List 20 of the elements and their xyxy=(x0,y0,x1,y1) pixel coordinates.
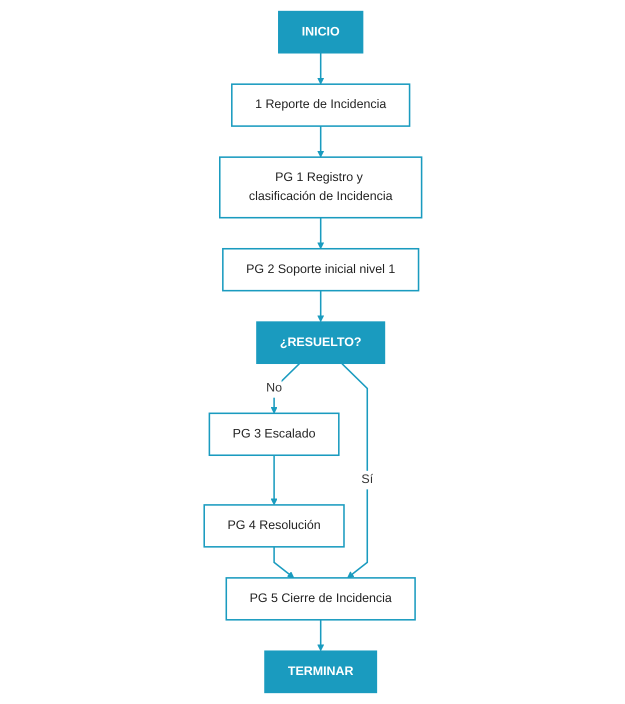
arrow xyxy=(270,455,278,506)
arrow xyxy=(316,126,324,158)
arrow xyxy=(341,363,368,578)
node-box: PG 5 Cierre de Incidencia xyxy=(225,577,416,621)
node-box: INICIO xyxy=(278,10,363,54)
node-box: PG 2 Soporte inicial nivel 1 xyxy=(222,248,419,292)
arrow xyxy=(272,546,294,578)
node-box: 1 Reporte de Incidencia xyxy=(230,83,410,127)
node-box: PG 1 Registro y clasificación de Incidencia xyxy=(218,156,422,218)
arrow xyxy=(316,218,324,250)
edge-label: Sí xyxy=(361,473,373,486)
node-box: PG 4 Resolución xyxy=(203,504,344,548)
node-box: TERMINAR xyxy=(264,650,377,694)
arrow xyxy=(316,53,324,84)
node-box: ¿RESUELTO? xyxy=(256,321,385,364)
arrow xyxy=(316,290,324,322)
arrow xyxy=(270,363,300,414)
edge-label: No xyxy=(266,381,282,395)
arrow xyxy=(316,620,324,652)
node-box: PG 3 Escalado xyxy=(208,412,340,456)
